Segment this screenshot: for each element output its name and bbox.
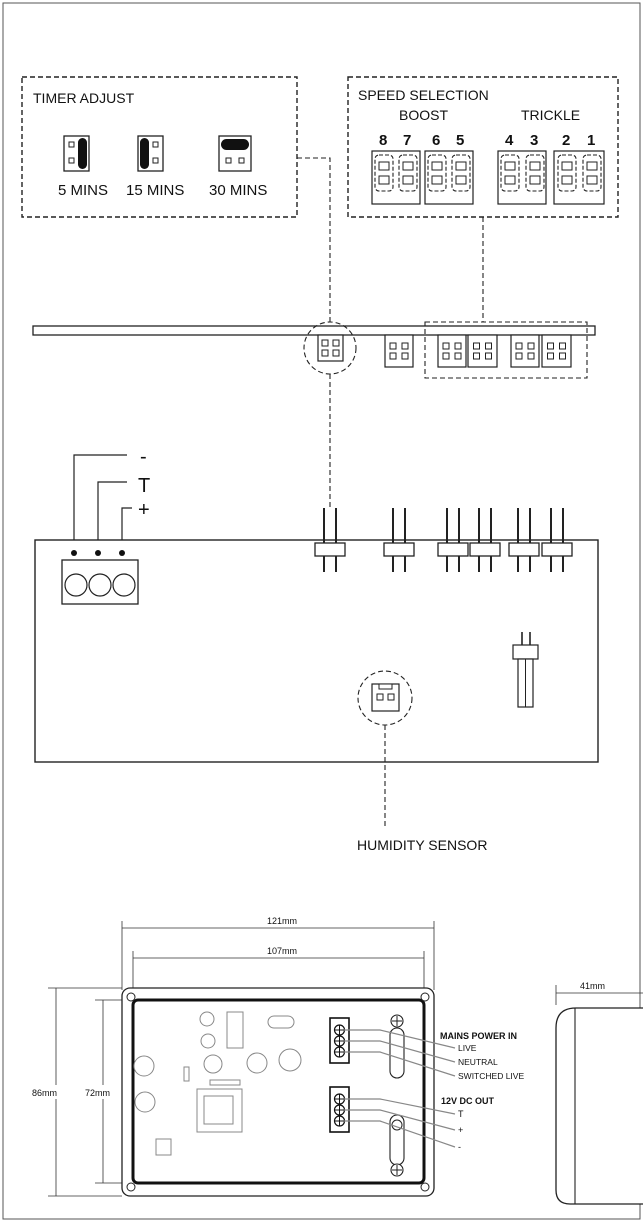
- speed-header-top: [467, 334, 498, 368]
- speed-jumper-6: [427, 154, 447, 192]
- dim-inner-height: 72mm: [85, 1088, 110, 1098]
- board-pin-headers: [314, 508, 573, 572]
- speed-jumper-5: [451, 154, 471, 192]
- speed-jumper-4: [500, 154, 520, 192]
- dc-t: T: [458, 1109, 464, 1119]
- dc-title: 12V DC OUT: [441, 1096, 495, 1106]
- timer-header-top: [317, 334, 344, 362]
- speed-header-top: [541, 334, 572, 368]
- dc-minus: -: [458, 1142, 461, 1152]
- board-pin-header: [469, 508, 501, 572]
- board-pin-header: [508, 508, 540, 572]
- speed-pair-outline: [424, 150, 474, 205]
- speed-pair-outline: [371, 150, 421, 205]
- humidity-sensor-label: HUMIDITY SENSOR: [357, 837, 487, 853]
- terminal-label-plus: +: [138, 499, 150, 521]
- pcb-components: [133, 1011, 302, 1156]
- dim-depth: 41mm: [580, 981, 605, 991]
- mains-title: MAINS POWER IN: [440, 1031, 517, 1041]
- jumper-30-mins: [218, 135, 252, 172]
- cable-clamp-top: [389, 1014, 405, 1079]
- jumper-15-mins: [137, 135, 164, 172]
- terminal-lead-plus: [121, 507, 132, 553]
- speed-number-3: 3: [530, 132, 538, 149]
- speed-number-1: 1: [587, 132, 595, 149]
- terminal-label-minus: -: [140, 446, 147, 468]
- speed-jumper-2: [557, 154, 577, 192]
- mains-wires: [344, 1029, 456, 1077]
- trickle-label: TRICKLE: [521, 107, 580, 123]
- dim-outer-height: 86mm: [32, 1088, 57, 1098]
- enclosure-side-view: [555, 1007, 643, 1205]
- speed-jumper-8: [374, 154, 394, 192]
- boost-label: BOOST: [399, 107, 448, 123]
- spare-header-top: [384, 334, 414, 368]
- terminal-block: [61, 550, 139, 605]
- dc-wires: [344, 1098, 456, 1148]
- speed-header-highlight: [424, 321, 588, 379]
- timer-option-15: 15 MINS: [126, 182, 184, 199]
- speed-selection-title: SPEED SELECTION: [358, 87, 489, 103]
- cable-clamp-bottom: [389, 1114, 405, 1177]
- timer-connector: [297, 157, 331, 322]
- board-pin-header: [541, 508, 573, 572]
- terminal-label-t: T: [138, 475, 150, 497]
- speed-number-7: 7: [403, 132, 411, 149]
- dc-plus: +: [458, 1125, 463, 1135]
- mains-neutral: NEUTRAL: [458, 1057, 498, 1067]
- board-pin-header: [437, 508, 469, 572]
- sensor-connector-side: [512, 632, 539, 708]
- speed-headers-top: [437, 334, 572, 368]
- speed-jumper-7: [398, 154, 418, 192]
- speed-header-top: [510, 334, 540, 368]
- speed-jumper-1: [582, 154, 602, 192]
- speed-number-6: 6: [432, 132, 440, 149]
- timer-adjust-title: TIMER ADJUST: [33, 90, 135, 106]
- terminal-lead-t: [97, 481, 127, 553]
- speed-header-top: [437, 334, 467, 368]
- jumper-5-mins: [63, 135, 90, 172]
- speed-pair-outline: [553, 150, 605, 205]
- humidity-socket: [371, 683, 400, 712]
- speed-number-5: 5: [456, 132, 464, 149]
- terminal-lead-minus: [73, 454, 127, 553]
- speed-number-8: 8: [379, 132, 387, 149]
- speed-jumper-3: [525, 154, 545, 192]
- speed-number-2: 2: [562, 132, 570, 149]
- speed-jumpers: [371, 150, 605, 205]
- corner-screws: [126, 992, 430, 1192]
- timer-option-5: 5 MINS: [58, 182, 108, 199]
- pcb-side-bar: [32, 325, 596, 336]
- speed-pair-outline: [497, 150, 547, 205]
- mains-switched-live: SWITCHED LIVE: [458, 1071, 524, 1081]
- board-pin-header: [383, 508, 415, 572]
- dim-outer-width: 121mm: [267, 916, 297, 926]
- dim-inner-width: 107mm: [267, 946, 297, 956]
- timer-option-30: 30 MINS: [209, 182, 267, 199]
- board-pin-header: [314, 508, 346, 572]
- mains-live: LIVE: [458, 1043, 477, 1053]
- speed-number-4: 4: [505, 132, 514, 149]
- timer-adjust-panel: [21, 76, 298, 218]
